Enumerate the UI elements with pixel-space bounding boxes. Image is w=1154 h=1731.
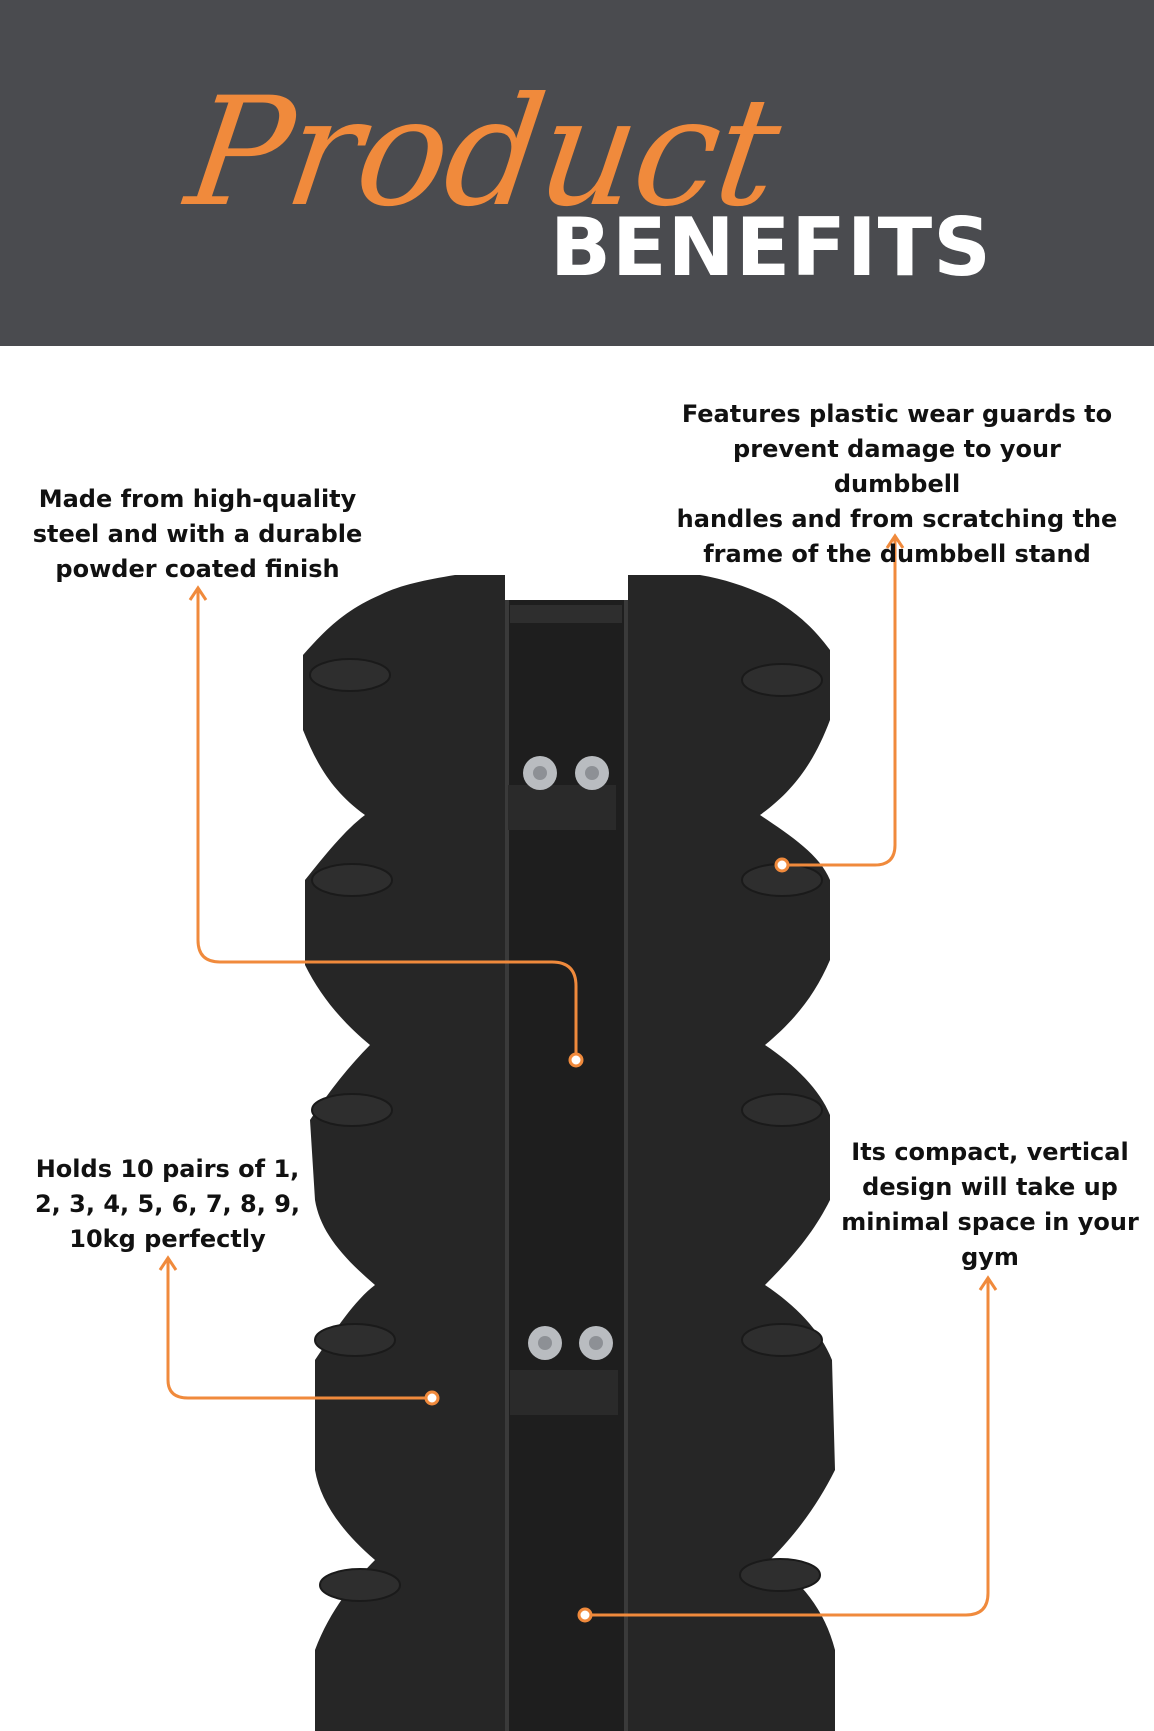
rack-right-panel: [628, 575, 835, 1731]
callout-steel: Made from high-quality steel and with a …: [30, 482, 365, 587]
bolt-bracket-bottom: [510, 1326, 618, 1415]
leader-line-capacity: [166, 1260, 432, 1400]
header-banner: Product BENEFITS: [0, 0, 1154, 346]
callout-capacity: Holds 10 pairs of 1, 2, 3, 4, 5, 6, 7, 8…: [30, 1152, 305, 1257]
callout-guards-line: prevent damage to your dumbbell: [733, 435, 1061, 498]
callout-guards-line: handles and from scratching the: [676, 505, 1118, 533]
callout-compact: Its compact, vertical design will take u…: [840, 1135, 1140, 1275]
callout-guards-line: frame of the dumbbell stand: [703, 540, 1091, 568]
callout-compact-line: Its compact, vertical: [851, 1138, 1129, 1166]
leader-line-steel: [196, 590, 578, 1060]
bolt-bracket-top: [508, 756, 616, 830]
callout-steel-line: steel and with a durable: [32, 520, 363, 548]
callout-capacity-line: Holds 10 pairs of 1,: [35, 1155, 300, 1183]
callout-compact-line: minimal space in your: [841, 1208, 1139, 1236]
callout-compact-line: gym: [961, 1243, 1019, 1271]
callout-steel-line: Made from high-quality: [38, 485, 357, 513]
rack-left-panel: [303, 575, 505, 1731]
callout-wear-guards: Features plastic wear guards to prevent …: [672, 397, 1122, 572]
callout-capacity-line: 10kg perfectly: [69, 1225, 266, 1253]
leader-line-guards: [782, 538, 897, 867]
callout-capacity-line: 2, 3, 4, 5, 6, 7, 8, 9,: [34, 1190, 301, 1218]
leader-line-compact: [585, 1280, 990, 1617]
callout-compact-line: design will take up: [862, 1173, 1118, 1201]
callout-guards-line: Features plastic wear guards to: [681, 400, 1113, 428]
rack-top-cap: [510, 605, 622, 623]
callout-steel-line: powder coated finish: [55, 555, 340, 583]
title-bold-word: BENEFITS: [550, 201, 992, 294]
